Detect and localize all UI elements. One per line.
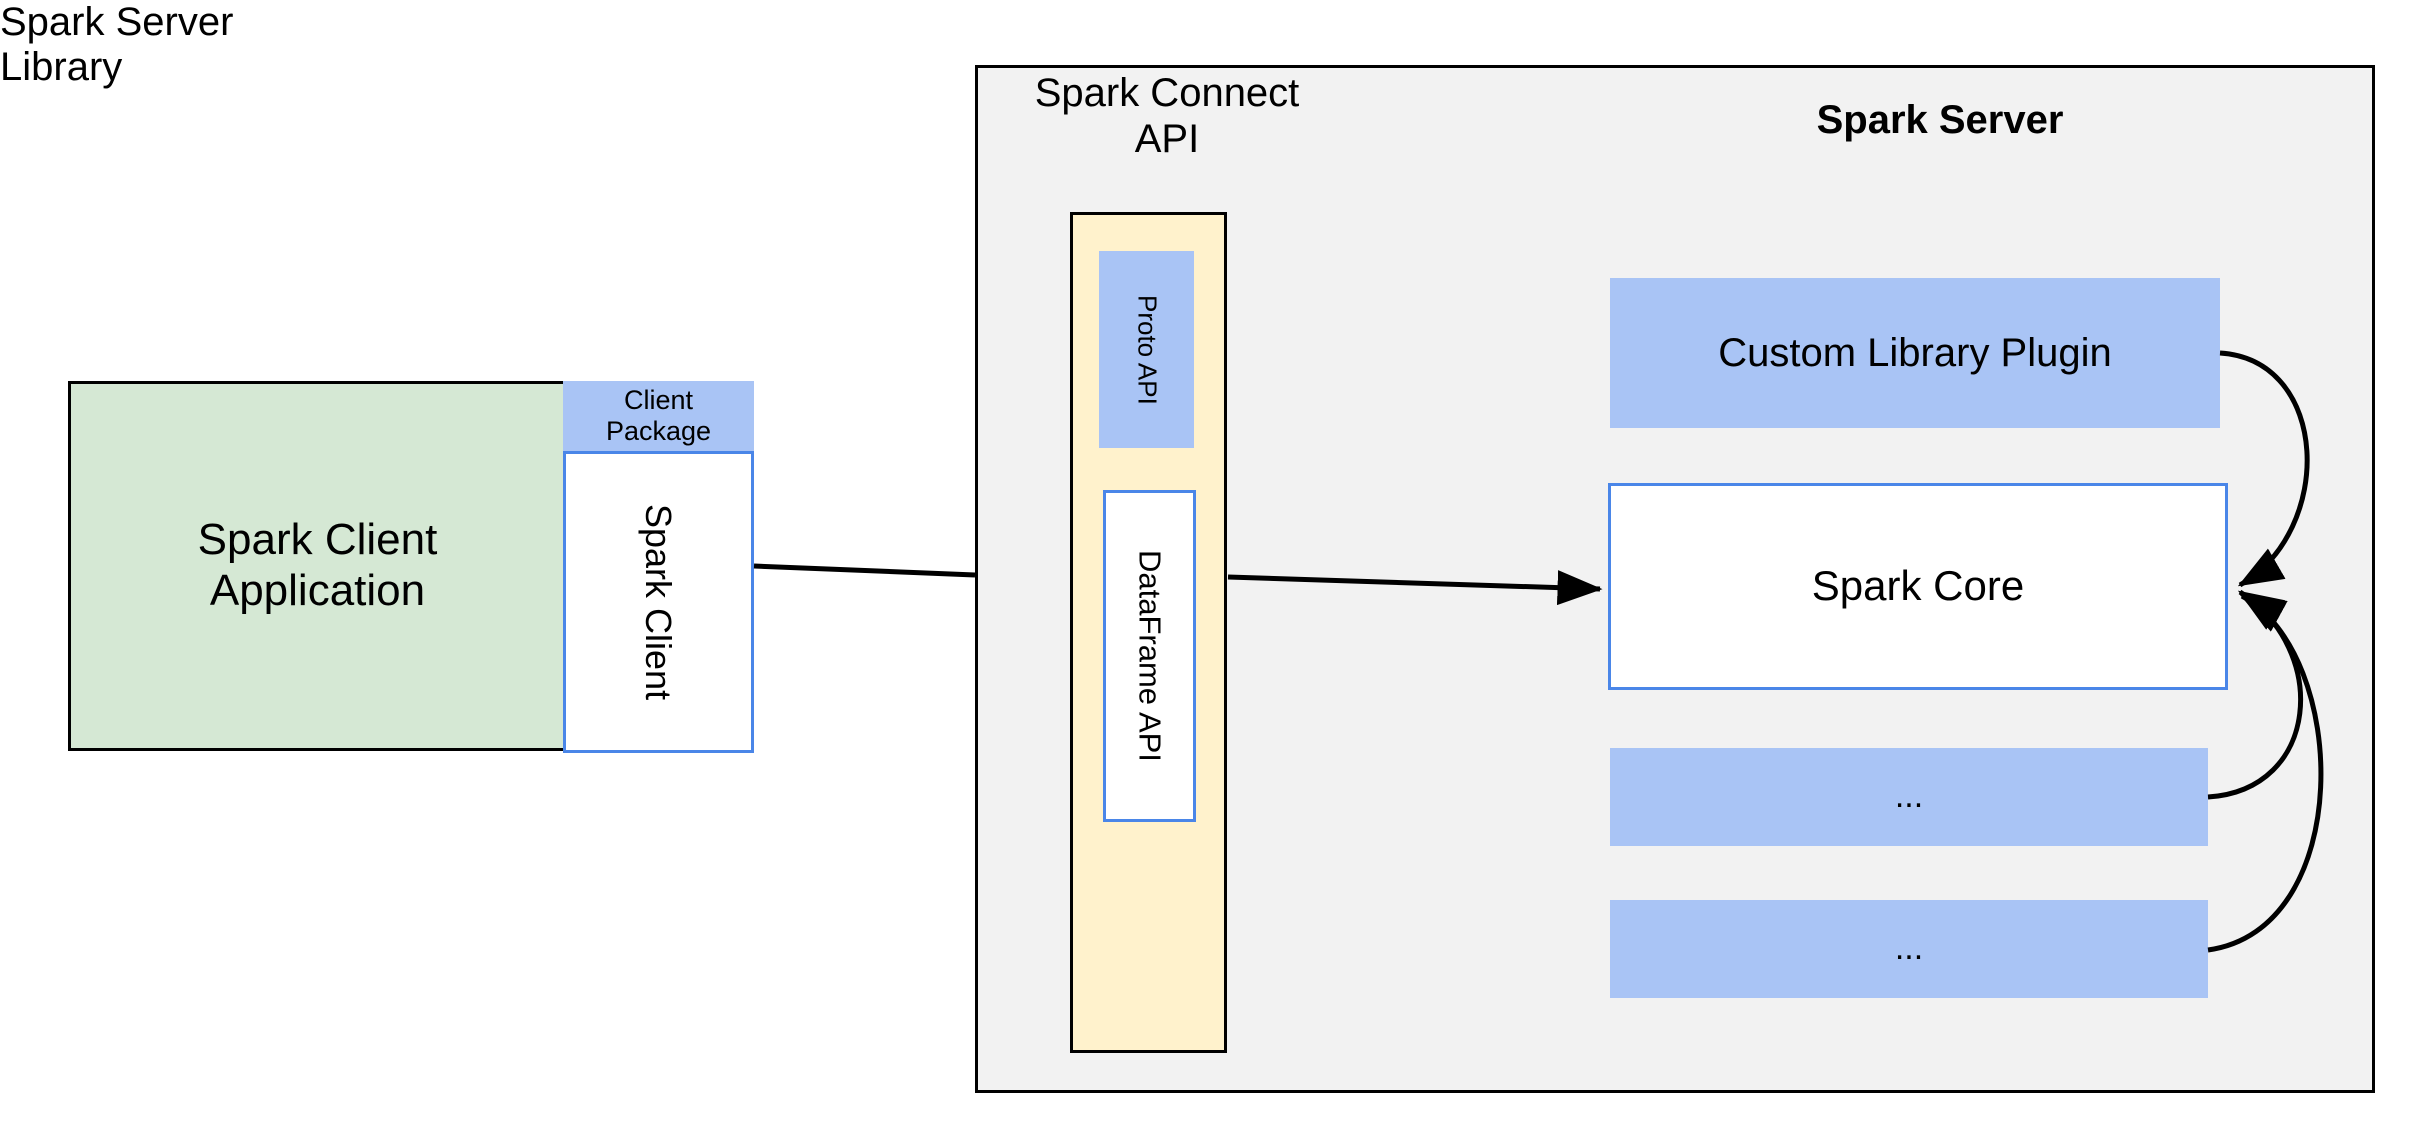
dataframe-api-label: DataFrame API xyxy=(1132,550,1168,762)
client-package-label: Client Package xyxy=(605,384,712,446)
spark-core-label: Spark Core xyxy=(1811,562,2025,610)
spark-server-title: Spark Server xyxy=(1816,98,2064,142)
additional-component-label-2: ... xyxy=(1894,929,1924,968)
proto-api-label: Proto API xyxy=(1132,294,1163,405)
spark-connect-api-label-line1: Spark Connect xyxy=(1034,71,1300,115)
spark-client-box[interactable]: Spark Client xyxy=(563,451,754,753)
spark-connect-api-label: Spark Connect API xyxy=(1022,70,1312,170)
additional-component-label-1: ... xyxy=(1894,777,1924,816)
spark-server-library-label: Spark Server Library xyxy=(0,0,320,110)
spark-connect-api-label-line2: API xyxy=(1134,117,1200,161)
dataframe-api-box[interactable]: DataFrame API xyxy=(1103,490,1196,822)
client-package-box[interactable]: Client Package xyxy=(563,381,754,451)
spark-server-library-label-line2: Library xyxy=(0,45,123,89)
custom-library-plugin-label: Custom Library Plugin xyxy=(1718,331,2112,375)
proto-api-box[interactable]: Proto API xyxy=(1099,251,1194,448)
custom-library-plugin-box[interactable]: Custom Library Plugin xyxy=(1610,278,2220,428)
spark-client-application-label: Spark Client Application xyxy=(197,515,438,615)
spark-client-label: Spark Client xyxy=(638,503,680,701)
spark-client-application-box[interactable]: Spark Client Application xyxy=(68,381,567,751)
spark-core-box[interactable]: Spark Core xyxy=(1608,483,2228,690)
additional-component-box-1[interactable]: ... xyxy=(1610,748,2208,846)
spark-server-library-label-line1: Spark Server xyxy=(0,0,234,44)
additional-component-box-2[interactable]: ... xyxy=(1610,900,2208,998)
connector-client-to-connect xyxy=(753,563,976,578)
